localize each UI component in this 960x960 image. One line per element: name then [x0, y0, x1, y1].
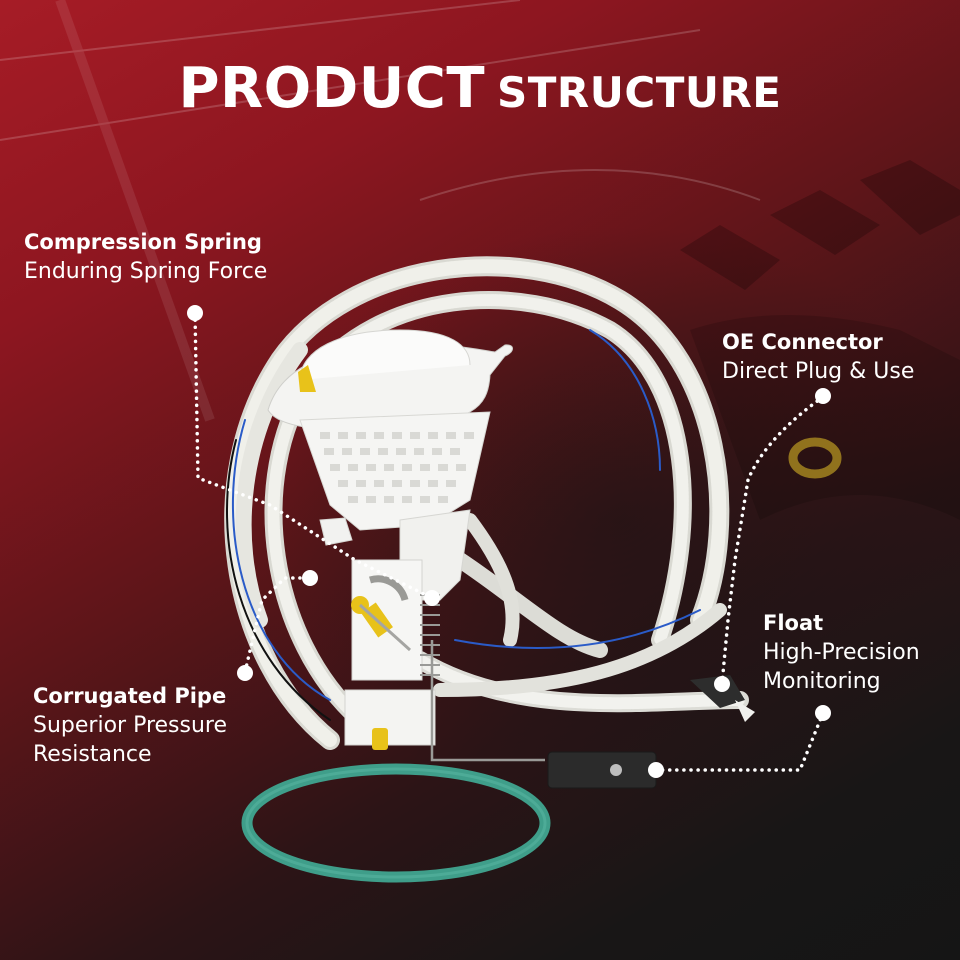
- callout-oe-connector: OE Connector Direct Plug & Use: [722, 327, 914, 386]
- dot-float: [815, 705, 831, 721]
- title-primary: PRODUCT: [178, 56, 486, 121]
- callout-float: Float High-Precision Monitoring: [763, 608, 920, 696]
- leader-compression-spring: [193, 311, 434, 600]
- callout-description: Monitoring: [763, 669, 881, 694]
- callout-heading: OE Connector: [722, 330, 883, 354]
- title-secondary: STRUCTURE: [497, 68, 782, 117]
- callout-heading: Corrugated Pipe: [33, 684, 227, 708]
- float-block: [547, 751, 657, 789]
- pump-body: [344, 509, 545, 762]
- flange-cap: [267, 329, 513, 431]
- callout-description: Resistance: [33, 742, 152, 767]
- callout-description: High-Precision: [763, 640, 920, 665]
- leader-float: [656, 711, 825, 772]
- leader-oe-connector: [720, 395, 825, 686]
- dot-corrugated-pipe: [237, 665, 253, 681]
- filter-basket: [299, 411, 491, 546]
- oil-cap-ring: [788, 437, 842, 479]
- callout-heading: Float: [763, 611, 824, 635]
- dot-compression-spring: [187, 305, 203, 321]
- callout-heading: Compression Spring: [24, 230, 262, 254]
- callout-description: Direct Plug & Use: [722, 359, 915, 384]
- callout-description: Superior Pressure: [33, 713, 228, 738]
- callout-corrugated-pipe: Corrugated Pipe Superior Pressure Resist…: [33, 681, 227, 769]
- callout-dots: [187, 305, 831, 778]
- callout-compression-spring: Compression Spring Enduring Spring Force: [24, 227, 267, 286]
- dot-oe-connector: [815, 388, 831, 404]
- leader-corrugated-pipe: [243, 576, 312, 674]
- corrugated-hoses: [224, 256, 749, 750]
- callout-description: Enduring Spring Force: [24, 259, 268, 284]
